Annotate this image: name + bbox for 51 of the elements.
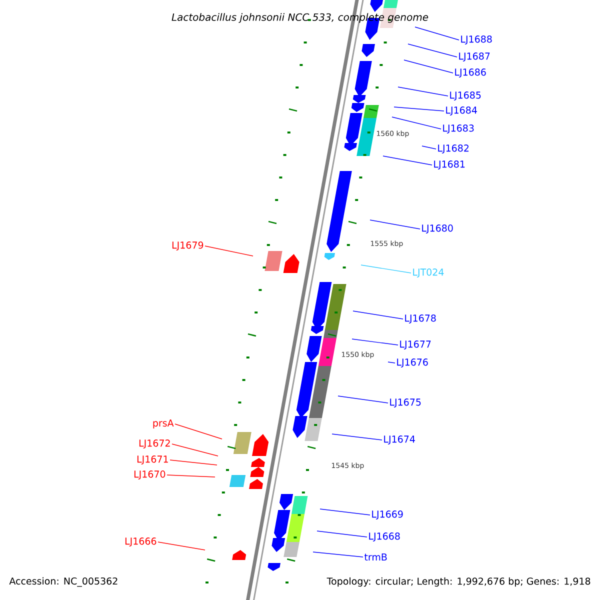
leader-line [332,434,382,440]
leader-line [370,220,420,230]
gene-label: LJ1669 [372,510,403,520]
gene-label: LJ1678 [405,314,436,324]
leader-line [352,310,404,320]
leader-line [158,542,206,550]
leader-line [398,86,448,96]
gene-label: LJ1679 [172,242,204,250]
gene-label: LJ1687 [459,52,490,62]
gene-label: LJ1677 [400,340,431,350]
gene-label: LJ1680 [422,224,453,234]
leader-line [316,530,368,538]
accession-text: Accession: NC_005362 [7,575,120,589]
leader-line [172,444,218,456]
leader-line [414,26,460,40]
gene-label: prsA [153,420,174,428]
gene-label: LJ1666 [125,538,156,546]
leader-line [404,60,454,74]
leader-line [352,338,398,346]
gene-label: LJ1685 [450,92,481,100]
gene-label: LJ1670 [134,470,166,480]
gene-label: LJ1668 [369,532,400,542]
title: Lactobacillus johnsonii NCC 533, complete genome [172,13,428,23]
leader-line [392,116,442,130]
leader-line [338,396,388,404]
gene-label: trmB [364,554,387,560]
genome-info-text: Topology: circular; Length: 1,992,676 bp; Genes: 1,918 [324,575,593,589]
gene-label: LJ1682 [438,144,469,154]
leader-line [174,424,222,440]
gene-label: LJ1674 [384,436,415,444]
gene-label: LJ1688 [461,36,492,44]
gene-label: LJT024 [413,268,444,278]
gene-label: LJ1684 [446,106,477,116]
leader-line [360,264,412,274]
gene-label: LJ1671 [137,456,168,464]
leader-line [382,156,432,166]
gene-label: LJ1676 [397,358,428,368]
leader-line [394,106,444,112]
gene-label: LJ1672 [139,440,170,448]
gene-label: LJ1683 [443,124,474,134]
leader-line [204,246,254,256]
gene-label: LJ1681 [434,160,465,170]
leader-line [388,362,396,364]
leader-line [422,146,436,150]
leader-line [170,460,218,466]
leader-line [320,508,370,516]
gene-label: LJ1686 [455,68,486,78]
leader-line [312,552,364,558]
leader-line [408,44,458,58]
gene-label: LJ1675 [390,398,421,408]
leader-line [166,474,216,478]
